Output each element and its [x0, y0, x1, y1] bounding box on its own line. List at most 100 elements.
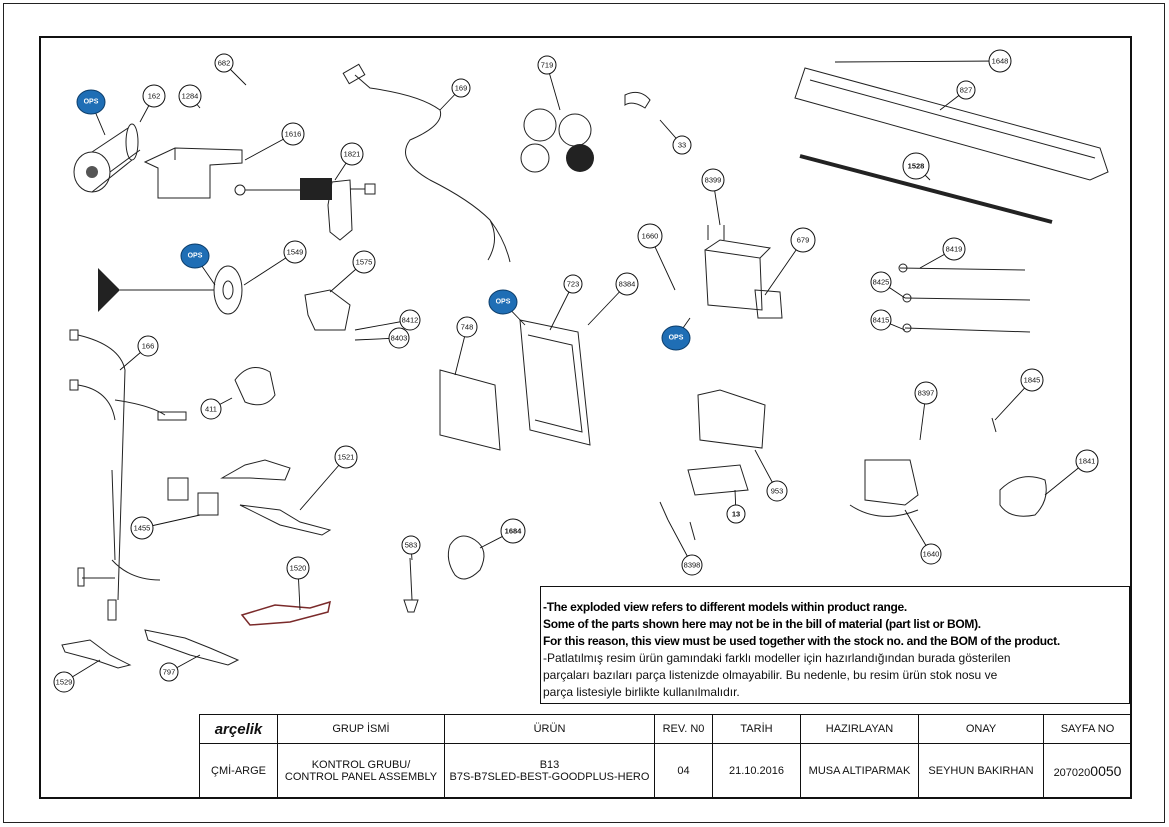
callout-797: 797 — [159, 662, 179, 682]
callout-1640: 1640 — [920, 543, 942, 565]
callout-circle — [352, 250, 376, 274]
callout-circle — [766, 480, 788, 502]
page-suffix: 0050 — [1090, 762, 1122, 779]
ops-marker-shape — [488, 289, 518, 315]
callout-label: 8425 — [873, 278, 890, 287]
date-value: 21.10.2016 — [712, 743, 801, 798]
part-screw-pair — [659, 501, 696, 541]
title-block: arçelik GRUP İSMİ ÜRÜN REV. N0 TARİH HAZ… — [199, 714, 1132, 798]
callout-1845: 1845 — [1020, 368, 1044, 392]
callout-1520: 1520 — [286, 556, 310, 580]
part-pin — [403, 557, 419, 613]
leader-line-1521 — [299, 456, 347, 511]
callout-circle — [790, 227, 816, 253]
callout-circle — [283, 240, 307, 264]
callout-label: 1520 — [290, 564, 307, 573]
callout-label: 797 — [163, 668, 176, 677]
parts-layer — [61, 63, 1109, 669]
callout-label: 1648 — [992, 57, 1009, 66]
callout-label: 1529 — [56, 678, 73, 687]
callout-circle — [500, 518, 526, 544]
callout-label: 166 — [142, 342, 155, 351]
callout-circle — [334, 445, 358, 469]
callout-1660: 1660 — [637, 223, 663, 249]
outer-border — [3, 3, 1165, 823]
part-spring-clip — [999, 476, 1047, 517]
callout-1529: 1529 — [53, 671, 75, 693]
callout-8415: 8415 — [870, 309, 892, 331]
part-knob-set — [520, 108, 594, 173]
callout-411: 411 — [200, 398, 222, 420]
ops-marker-shape — [180, 243, 210, 269]
callout-circle — [956, 80, 976, 100]
callout-8412: 8412 — [399, 309, 421, 331]
callout-label: 723 — [567, 280, 580, 289]
product-line-1: B13 — [539, 758, 560, 771]
ops-marker-shape — [76, 89, 106, 115]
leader-line-1648 — [834, 60, 1001, 63]
callout-circle — [200, 398, 222, 420]
callout-953: 953 — [766, 480, 788, 502]
callout-label: 8412 — [402, 316, 419, 325]
part-pcb-small — [439, 369, 501, 451]
rev-header: REV. N0 — [654, 714, 713, 744]
callout-label: 1521 — [338, 453, 355, 462]
ops-marker: OPS — [661, 325, 691, 351]
callout-13: 13 — [726, 504, 746, 524]
company-logo: arçelik — [199, 714, 278, 744]
callout-label: 8415 — [873, 316, 890, 325]
part-hook-a — [61, 639, 132, 669]
callout-label: 13 — [732, 510, 740, 519]
callout-circle — [178, 84, 202, 108]
part-cable-ties — [898, 263, 1031, 333]
callout-679: 679 — [790, 227, 816, 253]
callout-circle — [615, 272, 639, 296]
callout-circle — [388, 327, 410, 349]
part-hinge-upper — [220, 459, 291, 481]
part-module-housing — [704, 239, 772, 311]
callout-circle — [563, 274, 583, 294]
callout-1648: 1648 — [988, 49, 1012, 73]
callout-circle — [451, 78, 471, 98]
part-hook-b — [144, 629, 240, 666]
notes-box: -The exploded view refers to different m… — [540, 586, 1130, 704]
part-door-switch — [687, 464, 749, 496]
callout-label: 679 — [797, 236, 810, 245]
callout-748: 748 — [456, 316, 478, 338]
callout-723: 723 — [563, 274, 583, 294]
callout-circle — [1020, 368, 1044, 392]
callout-682: 682 — [214, 53, 234, 73]
part-screw — [991, 417, 997, 433]
callout-169: 169 — [451, 78, 471, 98]
callout-label: 1575 — [356, 258, 373, 267]
callout-label: 682 — [218, 59, 231, 68]
part-bracket — [143, 147, 243, 199]
callout-label: 1640 — [923, 550, 940, 559]
callout-label: 162 — [148, 92, 161, 101]
callout-circle — [920, 543, 942, 565]
approval-header: ONAY — [918, 714, 1044, 744]
callout-1616: 1616 — [281, 122, 305, 146]
callout-162: 162 — [142, 84, 166, 108]
callout-8398: 8398 — [681, 554, 703, 576]
part-pcb-frame — [519, 319, 591, 446]
callout-166: 166 — [137, 335, 159, 357]
callout-8384: 8384 — [615, 272, 639, 296]
callouts-layer: 6821284162161618211697193316488271528154… — [53, 49, 1099, 693]
callout-circle — [637, 223, 663, 249]
callout-circle — [701, 168, 725, 192]
group-name: KONTROL GRUBU/ CONTROL PANEL ASSEMBLY — [277, 743, 445, 798]
callout-circle — [137, 335, 159, 357]
page-number: 2070200050 — [1043, 743, 1132, 798]
group-line-2: CONTROL PANEL ASSEMBLY — [284, 770, 438, 783]
note-line-1: -The exploded view refers to different m… — [543, 600, 907, 614]
part-holder-a — [167, 477, 189, 501]
note-line-6: parça listesiyle birlikte kullanılmalıdı… — [543, 685, 740, 699]
callout-circle — [914, 381, 938, 405]
group-line-1: KONTROL GRUBU/ — [311, 758, 411, 771]
callout-label: 8397 — [918, 389, 935, 398]
group-header: GRUP İSMİ — [277, 714, 445, 744]
callout-label: 1684 — [505, 527, 523, 536]
rev-value: 04 — [654, 743, 713, 798]
